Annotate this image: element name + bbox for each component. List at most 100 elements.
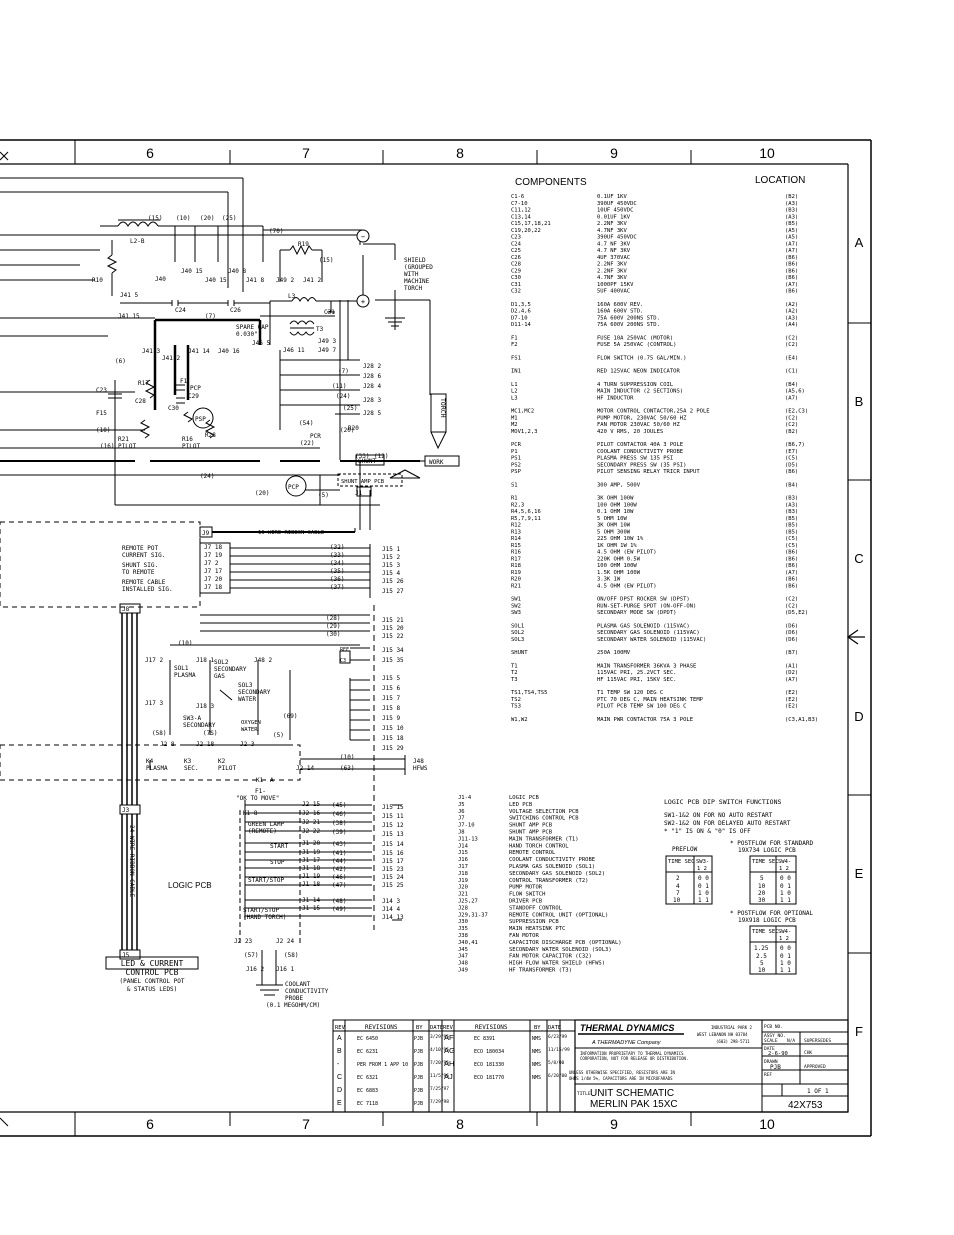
component-ref: SW2 [511,603,521,609]
component-desc: 75A 600V 200NS STD. [597,322,660,328]
component-location: (B5) [785,523,798,529]
component-location: (B6) [785,469,798,475]
post-std-bits: 0 1 [780,883,791,890]
component-location: (B3) [785,509,798,515]
svg-text:J15 27: J15 27 [382,588,404,595]
connector-ref: J35 [458,926,468,932]
component-ref: L3 [511,395,518,401]
svg-text:C24: C24 [175,307,186,314]
postflow-standard-table: TIME SEC SW4- 1 2 5 0 0 10 0 1 20 1 0 30… [749,855,797,905]
svg-text:J15 10: J15 10 [382,725,404,732]
svg-text:(24): (24) [200,473,214,480]
component-ref: R4,5,6,16 [511,509,541,515]
component-location: (E2,C3) [785,409,808,415]
component-location: (A7) [785,677,798,683]
revision-by: NMS [532,1062,541,1068]
rev-col-revisions-2: REVISIONS [475,1024,508,1031]
post-std-col-sw4: SW4- [778,859,791,865]
preflow-bits: 0 0 [698,875,709,882]
svg-text:(22): (22) [300,440,314,447]
preflow-bits: 1 0 [698,890,709,897]
connector-ref: J17 [458,864,468,870]
component-desc: FLOW SWITCH (0.75 GAL/MIN.) [597,355,686,361]
component-ref: D11-14 [511,322,532,328]
svg-text:(25): (25) [222,215,236,222]
svg-text:(29): (29) [326,623,340,630]
component-ref: R15 [511,543,521,549]
component-ref: PSP [511,469,522,475]
component-ref: P1 [511,449,518,455]
address-line-2: WEST LEBANON NH 03784 [697,1032,748,1037]
component-desc: PILOT PCB TEMP SW 100 DEG C [597,704,686,710]
svg-text:J15 2: J15 2 [382,554,400,561]
field-date: DATE [764,1046,775,1052]
sw3a-oxygen-label: OXYGEN [241,720,261,726]
svg-text:(43): (43) [332,841,346,848]
svg-text:J15 13: J15 13 [382,831,404,838]
svg-text:(69): (69) [283,713,297,720]
svg-text:J15 7: J15 7 [382,695,400,702]
svg-text:(58): (58) [284,952,298,959]
post-std-time: 30 [758,897,766,904]
component-location: (B3) [785,496,798,502]
svg-text:J7 19: J7 19 [204,552,222,559]
component-desc: HF INDUCTOR [597,395,634,401]
r21-label: R21 [118,436,129,443]
svg-text:J15 18: J15 18 [382,735,404,742]
component-location: (C3,A1,B3) [785,717,818,723]
revision-by: PJB [414,1062,423,1068]
rev-col-by-2: BY [534,1025,541,1031]
col-label-6-bottom: 6 [146,1116,154,1132]
component-desc: 225 OHM 10W 1% [597,536,644,542]
connector-ref: J14 [458,843,469,849]
green-lamp-remote-label: (REMOTE) [248,828,277,835]
connector-desc: REMOTE CONTROL [509,850,556,856]
sol2-gas-label: GAS [214,673,225,680]
component-location: (B6) [785,583,798,589]
svg-text:(47): (47) [332,882,346,889]
col-label-7-bottom: 7 [302,1116,310,1132]
component-desc: 420 V RMS, 20 JOULES [597,429,663,435]
component-ref: R16 [511,550,521,556]
svg-text:C30: C30 [168,405,179,412]
component-desc: 2.2NF 3KV [597,262,627,268]
subsidiary-text: A THERMADYNE Company [591,1040,662,1046]
svg-text:J49 2: J49 2 [276,277,294,284]
panel-control-label: (PANEL CONTROL POT [119,978,184,985]
location-header: LOCATION [755,175,805,186]
schematic-wiring [0,177,460,996]
svg-text:C29: C29 [188,393,199,400]
component-ref: R18 [511,563,521,569]
revision-date: 11/15/99 [548,1047,570,1053]
component-desc: PTC 70 DEG C, MAIN HEATSINK TEMP [597,697,704,703]
svg-text:J16 1: J16 1 [276,966,294,973]
sol1-plasma-label: PLASMA [174,672,196,679]
hand-torch-label: (HAND TORCH) [243,914,286,921]
rev-col-rev-2: REV [443,1025,454,1031]
component-location: (B6) [785,556,798,562]
rev-col-revisions: REVISIONS [365,1024,398,1031]
rev-col-rev: REV [335,1025,346,1031]
connector-desc: PUMP MOTOR [509,885,543,891]
component-desc: 0.1 OHM 10W [597,509,634,515]
preflow-col-time: TIME SEC [668,859,695,865]
sol3-secondary-label: SECONDARY [238,689,271,696]
revision-date: 6/23/99 [548,1034,567,1040]
postflow-optional-table: TIME SEC SW4- 1 2 1.25 0 0 2.5 0 1 5 1 0… [749,925,797,975]
svg-text:R17: R17 [138,380,149,387]
svg-text:J49 7: J49 7 [318,347,336,354]
col-label-8: 8 [456,145,464,161]
preflow-time: 4 [676,883,680,890]
preflow-col-bits: 1 2 [697,866,707,872]
svg-text:J2 14: J2 14 [296,765,314,772]
hfws-label: HFWS [413,765,428,772]
unless-notice-1: UNLESS OTHERWISE SPECIFIED, RESISTORS AR… [569,1070,676,1075]
svg-text:J7 17: J7 17 [204,568,222,575]
component-desc: MAIN INDUCTOR (2 SECTIONS) [597,389,683,395]
connector-ref: J18 [458,871,468,877]
component-desc: 2.2NF 3KV [597,268,627,274]
svg-text:(11): (11) [332,383,346,390]
shield-label: SHIELD [404,257,426,264]
col-label-9-bottom: 9 [610,1116,618,1132]
